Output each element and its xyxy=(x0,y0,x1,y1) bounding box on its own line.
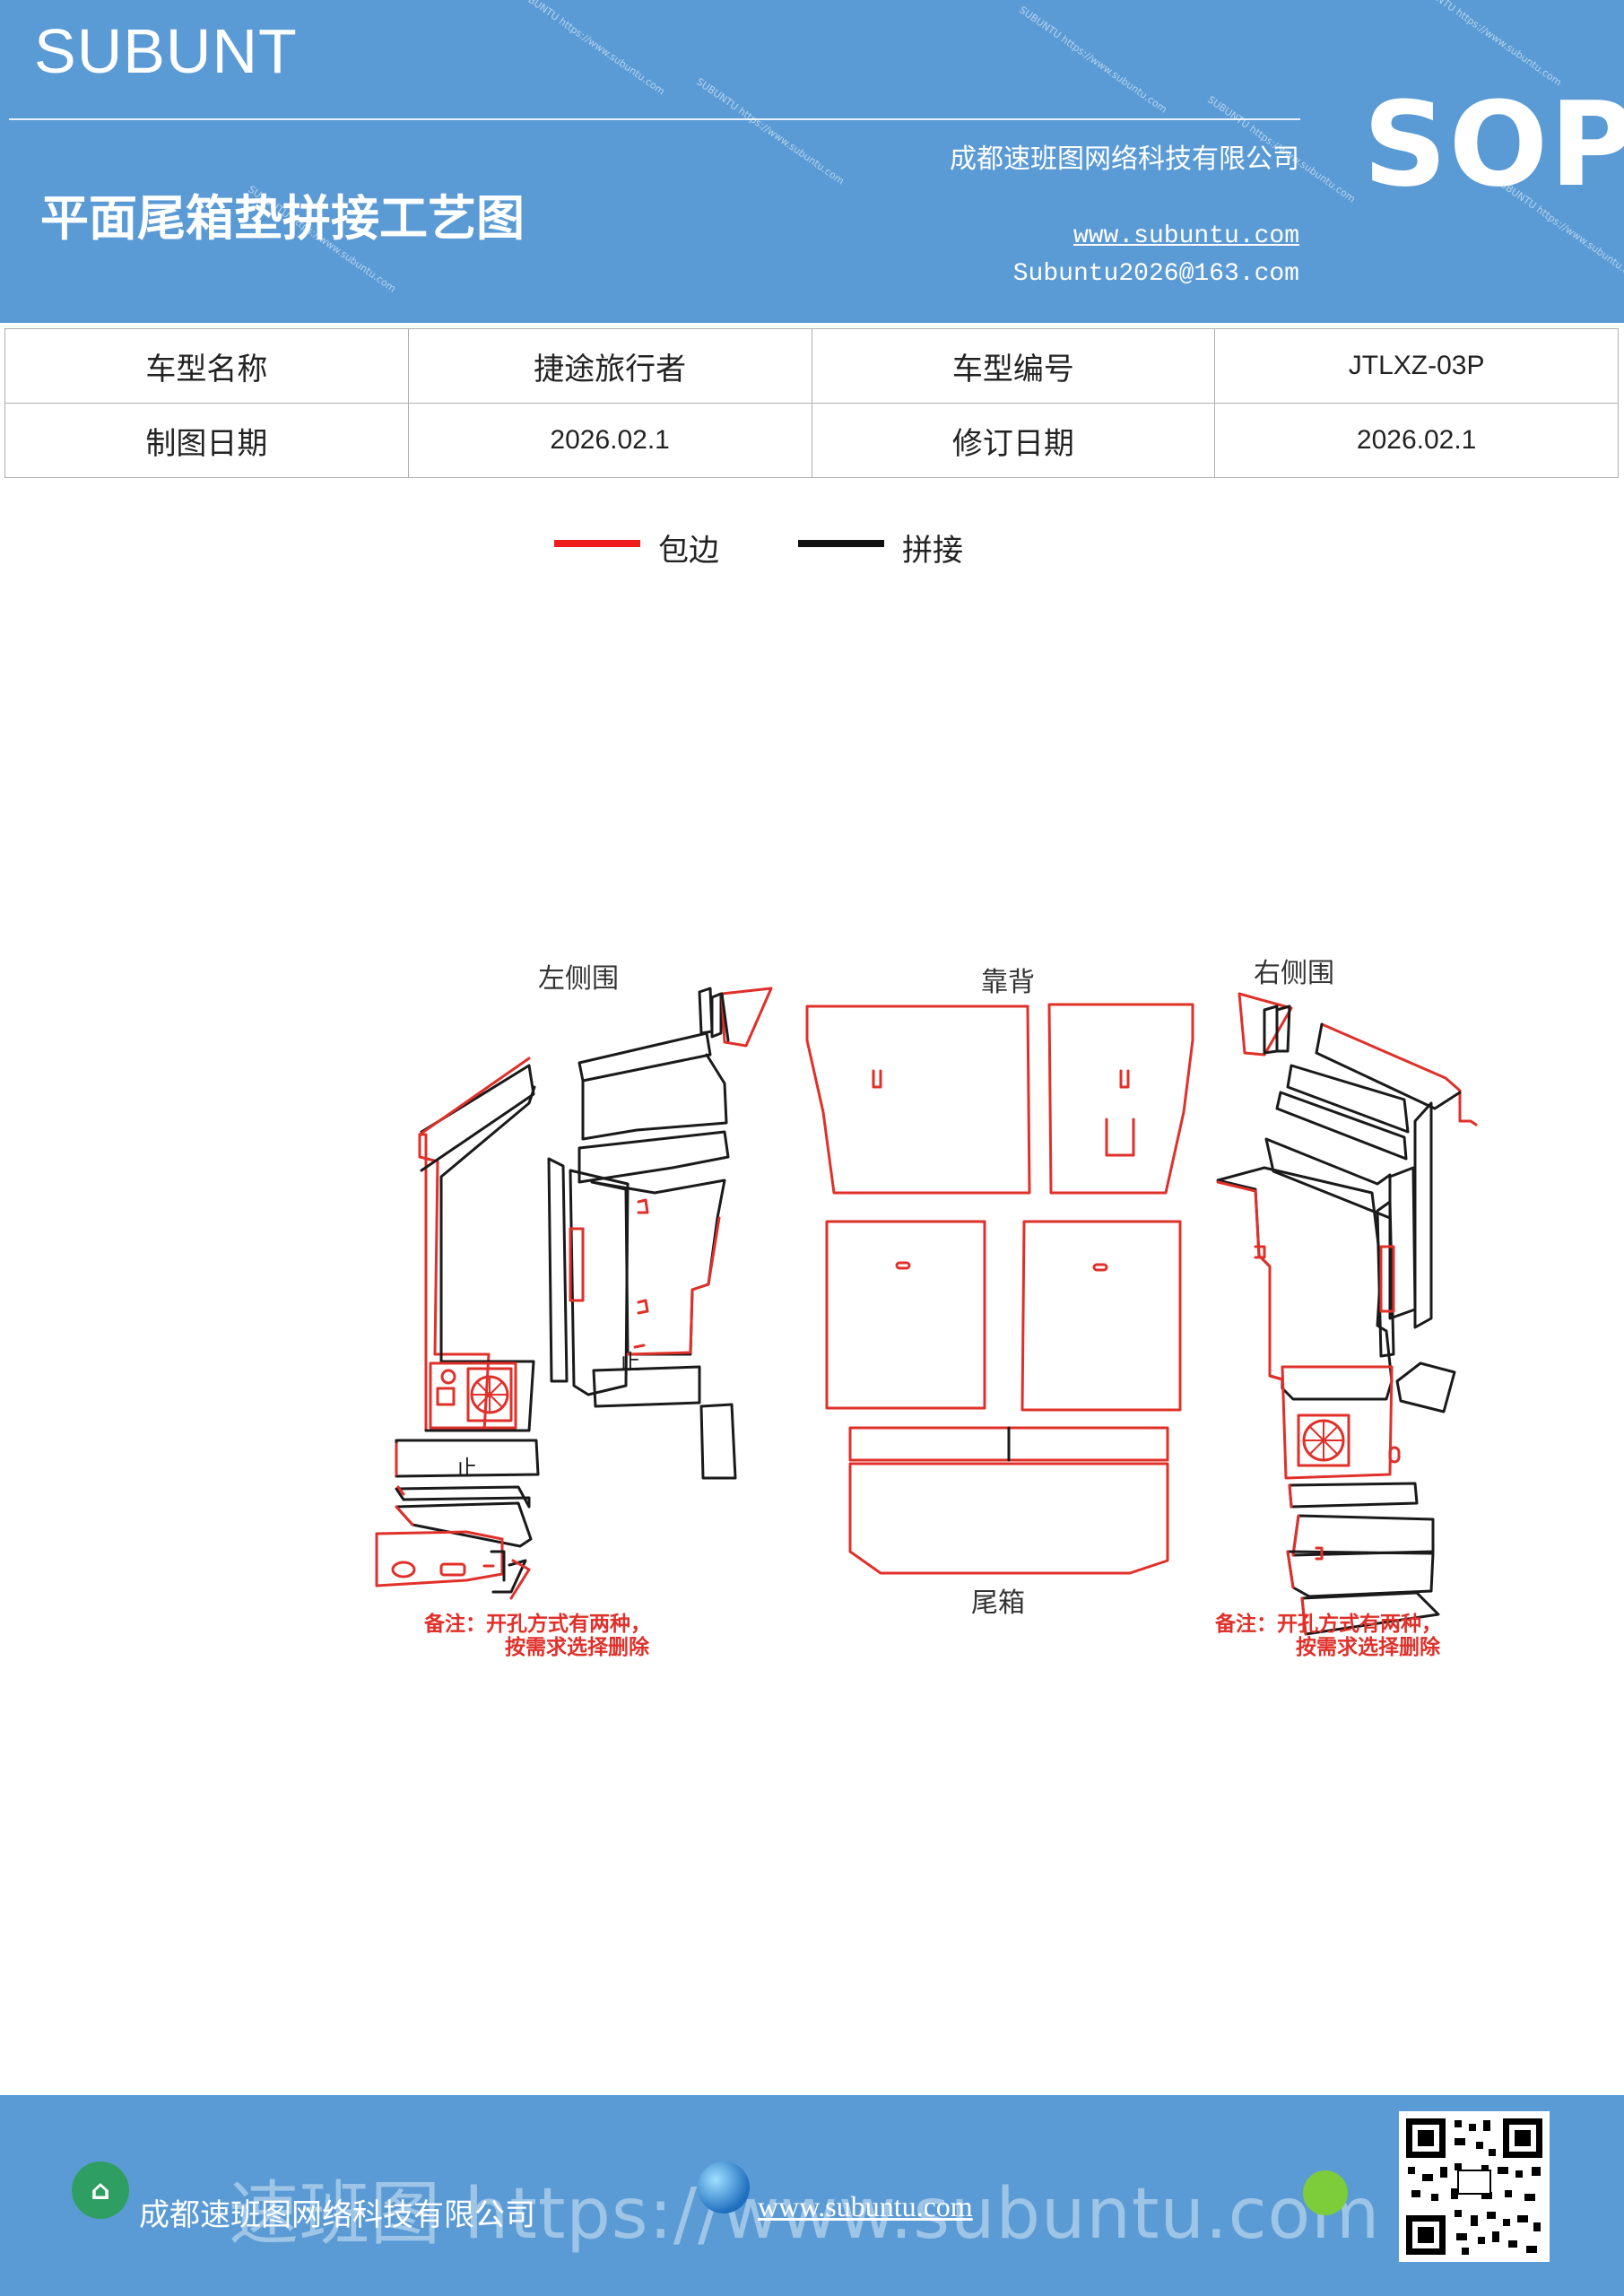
globe-icon xyxy=(698,2161,750,2213)
building-icon: ⌂ xyxy=(72,2161,129,2219)
label-left-panel: 左侧围 xyxy=(538,963,619,995)
header-banner: SUBUNT 平面尾箱垫拼接工艺图 成都速班图网络科技有限公司 www.subu… xyxy=(0,0,1624,323)
footer-watermark: 速班图 https://www.subuntu.com xyxy=(229,2174,1381,2255)
legend-label-seam: 拼接 xyxy=(902,533,963,569)
right-panel-pieces xyxy=(1216,992,1478,1636)
footer-banner: 速班图 https://www.subuntu.com ⌂ 成都速班图网络科技有… xyxy=(0,2095,1624,2296)
note-right-line1: 备注：开孔方式有两种， xyxy=(1215,1613,1442,1636)
stop-mark-1: 止 xyxy=(456,1456,477,1481)
footer-company-name: 成都速班图网络科技有限公司 xyxy=(139,2197,535,2233)
pattern-drawing: 止 止 xyxy=(375,987,1478,1636)
revise-date-label: 修订日期 xyxy=(811,403,1216,478)
table-row: 车型名称 捷途旅行者 车型编号 JTLXZ-03P xyxy=(4,328,1619,404)
label-backrest: 靠背 xyxy=(981,967,1035,998)
vehicle-info-table: 车型名称 捷途旅行者 车型编号 JTLXZ-03P 制图日期 2026.02.1… xyxy=(4,328,1619,478)
label-trunk: 尾箱 xyxy=(971,1587,1025,1619)
trunk-mat-diagram: 左侧围 靠背 右侧围 尾箱 止 xyxy=(359,933,1498,1677)
backrest-pieces xyxy=(805,1003,1194,1575)
website-link[interactable]: www.subuntu.com xyxy=(1073,222,1299,250)
legend-label-edge: 包边 xyxy=(658,533,719,569)
stop-mark-2: 止 xyxy=(619,1350,640,1375)
revise-date-value: 2026.02.1 xyxy=(1214,403,1619,478)
model-code-value: JTLXZ-03P xyxy=(1214,328,1619,404)
header-divider xyxy=(9,118,1300,120)
contact-email[interactable]: Subuntu2026@163.com xyxy=(1012,260,1299,288)
note-left-line1: 备注：开孔方式有两种， xyxy=(424,1613,651,1636)
label-right-panel: 右侧围 xyxy=(1254,958,1334,989)
note-right: 备注：开孔方式有两种， 按需求选择删除 xyxy=(1215,1613,1442,1660)
brand-logo-text: SUBUNT xyxy=(34,16,298,86)
legend-swatch-black xyxy=(798,540,884,547)
note-left: 备注：开孔方式有两种， 按需求选择删除 xyxy=(424,1613,651,1660)
document-title: 平面尾箱垫拼接工艺图 xyxy=(40,190,525,247)
draw-date-label: 制图日期 xyxy=(4,403,409,478)
model-name-value: 捷途旅行者 xyxy=(407,328,812,404)
footer-website-link[interactable]: www.subuntu.com xyxy=(758,2190,973,2222)
note-left-line2: 按需求选择删除 xyxy=(505,1636,649,1660)
model-name-label: 车型名称 xyxy=(4,328,409,404)
sop-badge: SOP xyxy=(1363,76,1624,213)
legend-item-edge: 包边 xyxy=(554,526,734,570)
model-code-label: 车型编号 xyxy=(811,328,1216,404)
table-row: 制图日期 2026.02.1 修订日期 2026.02.1 xyxy=(4,403,1619,478)
draw-date-value: 2026.02.1 xyxy=(407,403,812,478)
legend-item-seam: 拼接 xyxy=(798,526,977,570)
qr-code-image xyxy=(1399,2111,1550,2262)
legend-swatch-red xyxy=(554,540,640,547)
wechat-icon xyxy=(1303,2170,1348,2215)
note-right-line2: 按需求选择删除 xyxy=(1296,1636,1440,1660)
company-name: 成都速班图网络科技有限公司 xyxy=(950,144,1299,175)
left-panel-pieces: 止 止 xyxy=(375,987,773,1600)
qr-code-pattern xyxy=(1399,2111,1550,2262)
